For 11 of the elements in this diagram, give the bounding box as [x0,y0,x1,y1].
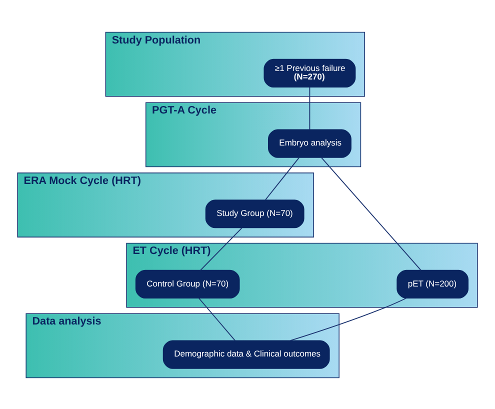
node-box: Control Group (N=70) [135,269,240,298]
node-box: Study Group (N=70) [205,199,304,228]
node-box: Demographic data & Clinical outcomes [162,340,330,368]
connector [264,156,300,200]
node-box: ≥1 Previous failure (N=270) [264,58,356,88]
connector [309,86,310,130]
node-box: pET (N=200) [396,269,469,298]
connector [198,297,236,340]
connector [200,226,242,270]
connector [290,297,407,341]
node-box: Embryo analysis [268,128,352,158]
